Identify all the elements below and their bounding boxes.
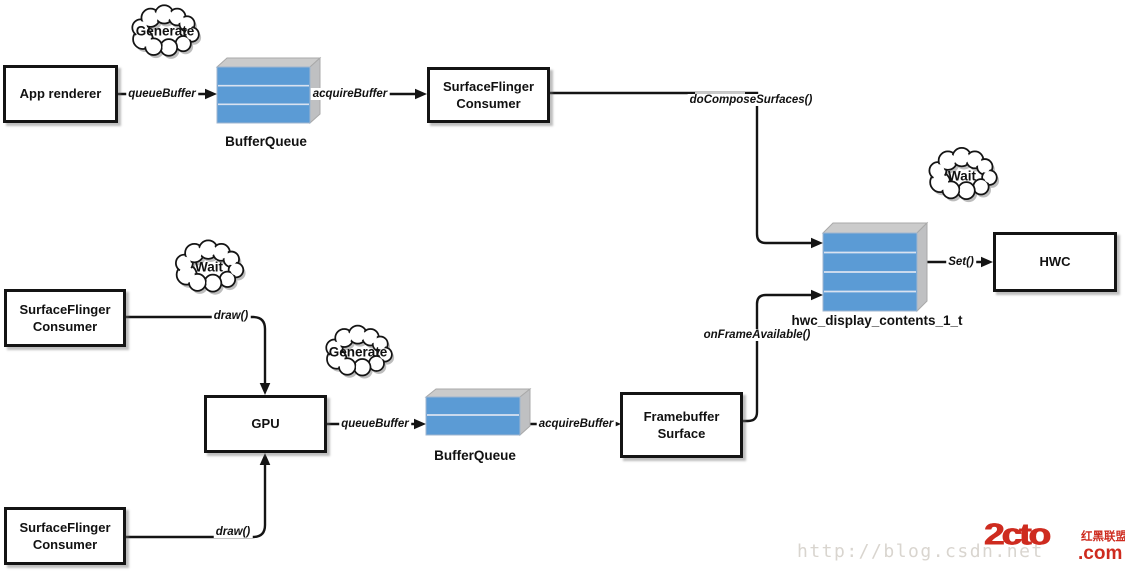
generate-cloud-top-label: Generate <box>135 23 195 39</box>
site-logo: 2cto 红黑联盟 .com <box>984 517 1125 573</box>
arrowhead <box>811 289 823 301</box>
edge-label-queuebuffer-bottom: queueBuffer <box>339 418 411 430</box>
arrowhead <box>811 237 823 249</box>
hwc-display-contents-label: hwc_display_contents_1_t <box>791 313 963 328</box>
edge-draw-top-line <box>126 315 267 383</box>
edge-label-onframeavailable: onFrameAvailable() <box>701 329 813 341</box>
edge-label-acquirebuffer-top: acquireBuffer <box>310 88 390 100</box>
node-gpu: GPU <box>204 395 327 453</box>
site-logo-text: 2cto <box>984 517 1051 551</box>
hwc-display-contents-icon <box>821 221 929 313</box>
edge-label-draw-top: draw() <box>211 310 251 322</box>
arrowhead <box>205 88 217 100</box>
arrowhead <box>259 383 271 395</box>
edge-label-queuebuffer-top: queueBuffer <box>126 88 198 100</box>
node-framebuffer-surface: Framebuffer Surface <box>620 392 743 458</box>
wait-cloud-right-label: Wait <box>948 168 976 184</box>
watermark-url: http://blog.csdn.net <box>797 541 1044 562</box>
generate-cloud-bottom-label: Generate <box>328 344 388 360</box>
line-shadow-artifact <box>695 92 745 95</box>
arrowhead <box>414 418 426 430</box>
arrowhead <box>259 453 271 465</box>
bufferqueue-top-label: BufferQueue <box>225 134 307 149</box>
arrowhead <box>981 256 993 268</box>
edge-onframeavailable-line <box>743 293 811 423</box>
edge-draw-bottom-line <box>126 465 267 539</box>
edge-label-acquirebuffer-bottom: acquireBuffer <box>536 418 616 430</box>
site-logo-suffix: .com <box>1078 543 1123 564</box>
edge-label-draw-bottom: draw() <box>213 526 253 538</box>
node-surfaceflinger-consumer-bottom: SurfaceFlinger Consumer <box>4 507 126 565</box>
edge-label-set: Set() <box>946 256 976 268</box>
edge-label-docomposesurfaces: doComposeSurfaces() <box>687 94 815 106</box>
arrowhead <box>415 88 427 100</box>
edge-docomposesurfaces-line <box>550 91 811 245</box>
site-logo-badge: 红黑联盟 <box>1081 531 1125 543</box>
bufferqueue-bottom-label: BufferQueue <box>434 448 516 463</box>
node-hwc: HWC <box>993 232 1117 292</box>
node-surfaceflinger-consumer-mid: SurfaceFlinger Consumer <box>4 289 126 347</box>
bufferqueue-top-icon <box>215 56 322 125</box>
wait-cloud-left-label: Wait <box>195 259 223 275</box>
node-app-renderer: App renderer <box>3 65 118 123</box>
bufferqueue-bottom-icon <box>424 387 532 437</box>
node-surfaceflinger-consumer-top: SurfaceFlinger Consumer <box>427 67 550 123</box>
